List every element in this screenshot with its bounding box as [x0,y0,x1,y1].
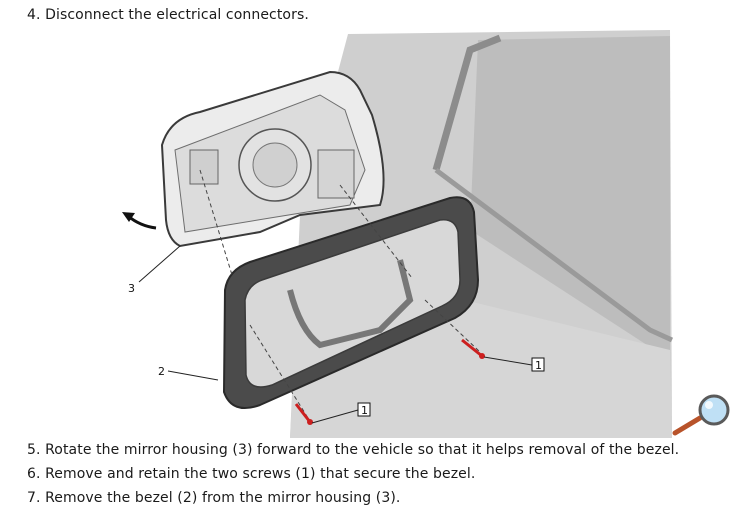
connector-right [317,149,355,199]
alignment-lines [199,169,481,419]
mirror-bezel-opening [244,219,461,388]
mirror-motor-inner [252,142,298,188]
screw-lower [294,403,313,425]
callout-1-upper: 1 [535,359,542,372]
callout-1-lower: 1 [361,404,368,417]
step-5-text: 5. Rotate the mirror housing (3) forward… [27,442,680,458]
curved-arrow-icon [127,214,157,230]
callout-3: 3 [128,282,135,295]
magnifier-icon[interactable] [672,394,730,436]
screw-upper [461,338,485,359]
callout-1-box-upper [531,357,545,372]
step-7-text: 7. Remove the bezel (2) from the mirror … [27,490,401,506]
callout-1-box-lower [357,402,371,417]
step-4-text: 4. Disconnect the electrical connectors. [27,7,309,23]
step-6-text: 6. Remove and retain the two screws (1) … [27,466,476,482]
leader-lines [138,245,533,424]
window-glass [470,36,670,360]
callout-2: 2 [158,365,165,378]
window-frame-lower [434,167,674,343]
curved-arrow-head [122,212,135,222]
connector-left [189,149,219,185]
window-frame [432,34,502,171]
bezel-inner-bracket [287,259,414,349]
